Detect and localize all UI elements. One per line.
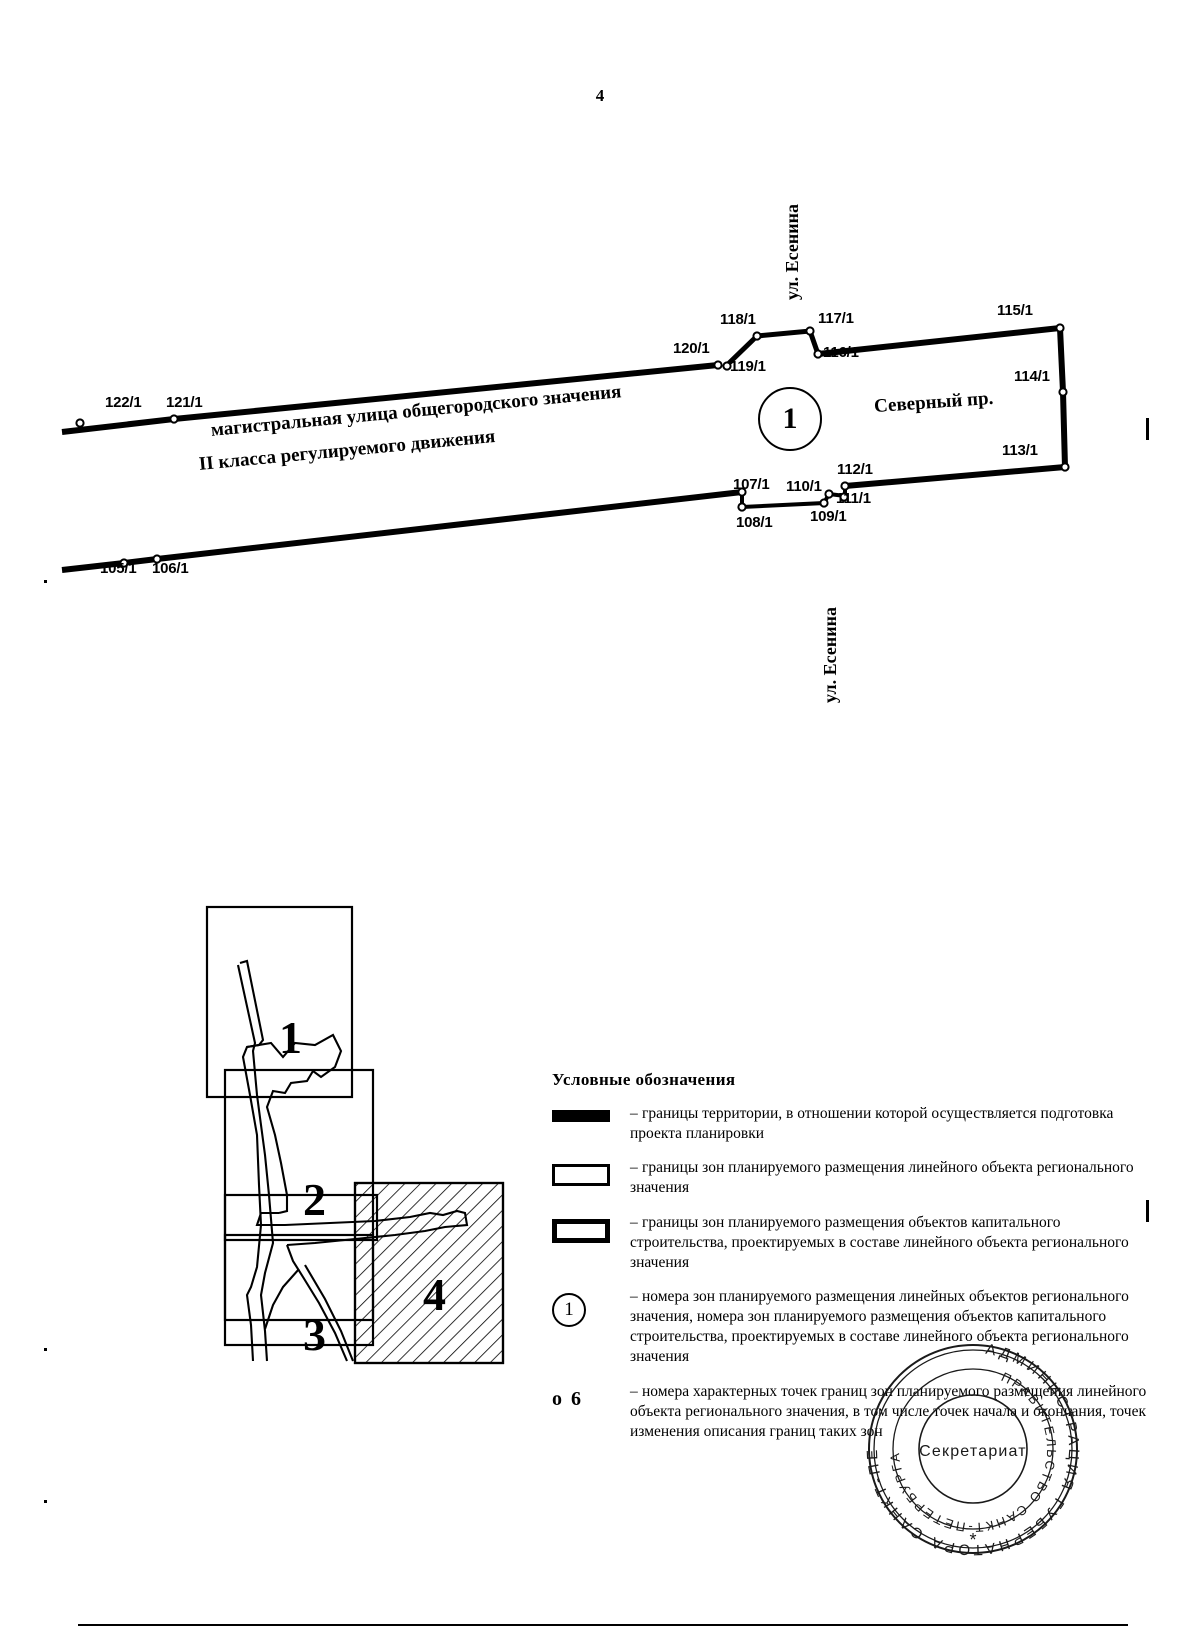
vertex-markers — [75, 323, 1070, 568]
legend-item-zone-numbers: 1 –номера зон планируемого размещения ли… — [552, 1287, 1152, 1368]
key-map-corridor — [236, 959, 469, 1362]
outline-rectangle-thin-icon — [552, 1164, 610, 1187]
legend-item-linear-object-zone: –границы зон планируемого размещения лин… — [552, 1158, 1152, 1198]
legend-item-description: номера зон планируемого размещения линей… — [630, 1287, 1129, 1366]
zone-number-badge-1: 1 — [758, 387, 822, 451]
vertex-label-113-1: 113/1 — [1002, 442, 1038, 459]
boundary-east — [1057, 327, 1068, 468]
boundary-north-step — [725, 328, 821, 367]
legend-item-description: границы зон планируемого размещения лине… — [630, 1159, 1134, 1197]
legend-item-characteristic-points: о 6 –номера характерных точек границ зон… — [552, 1382, 1152, 1442]
vertex-label-120-1: 120/1 — [673, 340, 710, 357]
vertex-label-117-1: 117/1 — [818, 310, 854, 327]
legend-item-text: –границы зон планируемого размещения лин… — [630, 1158, 1152, 1198]
vertex-label-106-1: 106/1 — [152, 560, 189, 577]
vertex-label-122-1: 122/1 — [105, 394, 142, 411]
boundary-south-east — [844, 464, 1066, 489]
key-map-frame-1 — [205, 905, 354, 1099]
margin-tick-left-1 — [44, 580, 47, 583]
key-map-label-1: 1 — [279, 1012, 302, 1063]
outline-rectangle-thick-icon — [552, 1218, 610, 1243]
legend-symbol-outline-thin — [552, 1158, 630, 1187]
legend-dash: – — [630, 1382, 638, 1400]
vertex-label-114-1: 114/1 — [1014, 368, 1050, 385]
legend-item-text: –границы территории, в отношении которой… — [630, 1104, 1152, 1144]
legend-item-text: –номера характерных точек границ зон пла… — [630, 1382, 1152, 1442]
vertex-label-116-1: 116/1 — [823, 344, 859, 361]
planning-map: 122/1 121/1 120/1 119/1 118/1 117/1 116/… — [0, 120, 1200, 740]
page-number: 4 — [595, 86, 605, 105]
street-name-label-top: ул. Есенина — [782, 204, 802, 300]
circled-number-text: 1 — [564, 1298, 574, 1320]
legend-dash: – — [630, 1159, 638, 1177]
vertex-label-119-1: 119/1 — [730, 358, 766, 375]
legend-item-text: –границы зон планируемого размещения объ… — [630, 1213, 1152, 1273]
legend-item-description: границы территории, в отношении которой … — [630, 1105, 1114, 1143]
legend-item-text: –номера зон планируемого размещения лине… — [630, 1287, 1152, 1368]
legend-symbol-outline-thick — [552, 1213, 630, 1243]
boundary-north-east — [817, 325, 1061, 357]
vertex-label-121-1: 121/1 — [166, 394, 203, 411]
margin-tick-right-2 — [1146, 1200, 1149, 1222]
key-map-frame-4-outline — [353, 1181, 505, 1365]
margin-tick-right-1 — [1146, 418, 1149, 440]
margin-tick-left-3 — [44, 1500, 47, 1503]
page-bottom-rule — [78, 1624, 1128, 1626]
key-map-label-3: 3 — [303, 1309, 326, 1360]
key-map-svg: 1 2 3 4 — [205, 905, 505, 1365]
legend-symbol-circle: 1 — [552, 1287, 630, 1327]
key-map-overview: 1 2 3 4 — [195, 895, 515, 1415]
vertex-label-112-1: 112/1 — [837, 461, 873, 478]
key-map-frame-2-lower — [223, 1233, 375, 1347]
vertex-label-110-1: 110/1 — [786, 478, 822, 495]
zone-number-badge-text: 1 — [782, 402, 798, 435]
vertex-label-111-1: 111/1 — [836, 490, 871, 507]
key-map-label-2: 2 — [303, 1174, 326, 1225]
vertex-label-118-1: 118/1 — [720, 311, 756, 328]
legend-item-description: границы зон планируемого размещения объе… — [630, 1213, 1129, 1271]
seal-star-glyph: * — [969, 1530, 976, 1550]
vertex-label-109-1: 109/1 — [810, 508, 847, 525]
boundary-south-west — [61, 489, 743, 573]
solid-bar-icon — [552, 1110, 610, 1122]
point-number-icon: о 6 — [552, 1387, 583, 1410]
legend-item-description: номера характерных точек границ зон план… — [630, 1382, 1147, 1440]
vertex-label-108-1: 108/1 — [736, 514, 773, 531]
legend: Условные обозначения –границы территории… — [552, 1070, 1152, 1456]
boundary-south-notch-b — [740, 492, 831, 510]
legend-item-capital-construction-zone: –границы зон планируемого размещения объ… — [552, 1213, 1152, 1273]
margin-tick-left-2 — [44, 1348, 47, 1351]
legend-item-territory-boundary: –границы территории, в отношении которой… — [552, 1104, 1152, 1144]
map-linework — [61, 323, 1070, 573]
circled-number-icon: 1 — [552, 1292, 586, 1327]
vertex-label-105-1: 105/1 — [100, 560, 137, 577]
legend-dash: – — [630, 1213, 638, 1231]
street-name-label-bottom: ул. Есенина — [820, 607, 840, 703]
vertex-label-115-1: 115/1 — [997, 302, 1033, 319]
legend-dash: – — [630, 1287, 638, 1305]
legend-symbol-point: о 6 — [552, 1382, 630, 1411]
legend-symbol-solid-bar — [552, 1104, 630, 1122]
key-map-label-4: 4 — [423, 1269, 446, 1320]
legend-title: Условные обозначения — [552, 1070, 736, 1089]
legend-dash: – — [630, 1105, 638, 1122]
vertex-label-107-1: 107/1 — [733, 476, 770, 493]
